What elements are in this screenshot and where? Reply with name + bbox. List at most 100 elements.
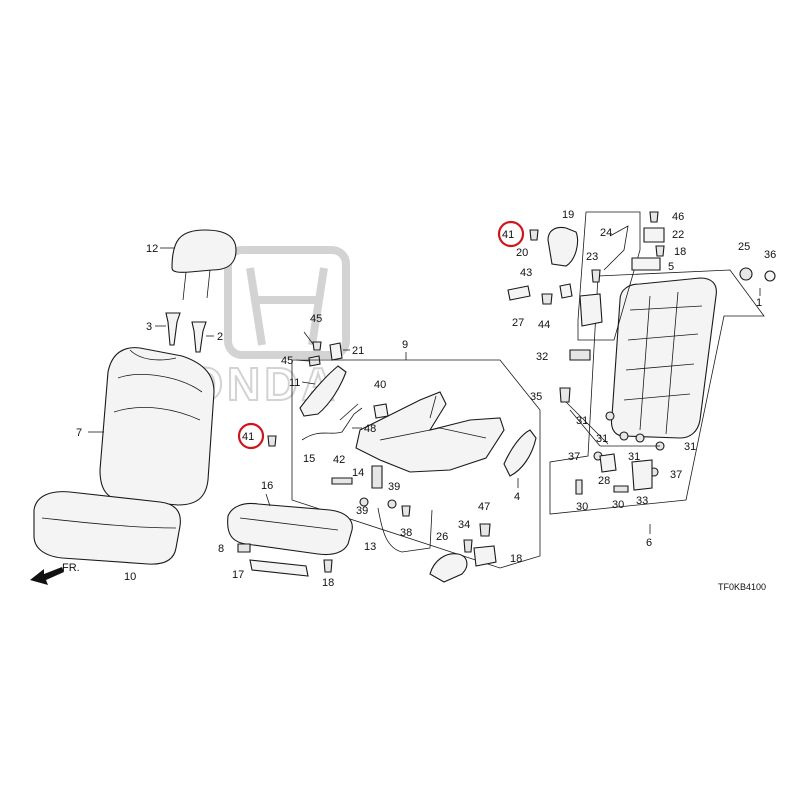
latch-43[interactable]	[559, 283, 573, 299]
headrest-guide-right[interactable]	[191, 321, 207, 353]
cover-21[interactable]	[547, 226, 579, 267]
clip-24[interactable]	[591, 269, 601, 283]
diagram-code: TF0KB4100	[718, 582, 766, 592]
wire-48[interactable]	[339, 403, 359, 421]
callout-3: 3	[146, 321, 152, 333]
callout-23: 22	[672, 229, 684, 241]
seat-back-cover[interactable]	[99, 347, 215, 506]
callout-22: 21	[352, 345, 364, 357]
callout-42: 42	[333, 454, 345, 466]
clip-45-lower[interactable]	[308, 355, 321, 367]
callout-37-right: 37	[670, 469, 682, 481]
callout-18-lower: 18	[322, 577, 334, 589]
bracket-33[interactable]	[631, 459, 653, 491]
callout-43: 43	[520, 267, 532, 279]
bolt-46[interactable]	[649, 211, 659, 223]
bracket-40[interactable]	[373, 403, 389, 419]
callout-8: 8	[218, 543, 224, 555]
clip-45-upper[interactable]	[312, 341, 322, 351]
bolt-41-left[interactable]	[267, 435, 277, 447]
bolt-47[interactable]	[479, 523, 491, 537]
callout-14: 14	[352, 467, 364, 479]
nut-8[interactable]	[237, 543, 251, 553]
cable-25[interactable]	[603, 225, 629, 271]
callout-34: 34	[458, 519, 470, 531]
headrest-guide-left[interactable]	[165, 312, 181, 346]
bolt-44[interactable]	[541, 293, 553, 305]
callout-18-upper: 18	[674, 246, 686, 258]
nut-26[interactable]	[739, 267, 753, 281]
callout-33: 33	[636, 495, 648, 507]
mechanism-group-box	[577, 211, 641, 341]
back-frame-group-box	[549, 269, 765, 515]
trim-17[interactable]	[249, 559, 309, 577]
callout-45-upper: 45	[310, 313, 322, 325]
callout-30-left: 30	[576, 501, 588, 513]
callout-11: 11	[289, 377, 300, 389]
callout-13: 13	[364, 541, 376, 553]
callout-31-a: 31	[576, 415, 588, 427]
bracket-28[interactable]	[507, 285, 531, 301]
direction-label: FR.	[62, 562, 80, 574]
side-cover-4[interactable]	[503, 429, 537, 477]
callout-2: 2	[217, 331, 223, 343]
callout-41-right: 41	[502, 229, 514, 241]
cover-27[interactable]	[429, 553, 468, 583]
callout-39-lower: 39	[356, 505, 368, 517]
callout-39-upper: 39	[388, 481, 400, 493]
bolt-41-right[interactable]	[529, 229, 539, 241]
callout-37-left: 37	[568, 451, 580, 463]
bolt-35[interactable]	[559, 387, 571, 403]
callout-32: 32	[536, 351, 548, 363]
nut-31-b[interactable]	[619, 431, 629, 441]
callout-19: 18	[510, 553, 522, 565]
bolt-42[interactable]	[331, 477, 353, 485]
seat-cushion-cover[interactable]	[33, 491, 181, 565]
headrest[interactable]	[171, 229, 237, 301]
callout-20: 19	[562, 209, 574, 221]
bracket-29[interactable]	[599, 453, 617, 473]
callout-44: 44	[538, 319, 550, 331]
cushion-pan[interactable]	[227, 502, 353, 556]
bracket-23[interactable]	[643, 227, 665, 243]
washer-36[interactable]	[764, 270, 776, 282]
bolt-32[interactable]	[569, 349, 591, 361]
mechanism-part[interactable]	[579, 293, 603, 327]
clip-38[interactable]	[401, 505, 411, 517]
callout-41-left: 41	[242, 431, 254, 443]
highlight-ring-41-right	[497, 220, 525, 248]
front-direction-arrow: FR.	[30, 562, 80, 585]
callout-5: 5	[668, 261, 674, 273]
seat-back-frame[interactable]	[610, 277, 717, 439]
callout-30-right: 30	[612, 499, 624, 511]
bolt-34[interactable]	[463, 539, 473, 553]
bolt-30-right[interactable]	[613, 485, 629, 493]
callout-27: 26	[436, 531, 448, 543]
screw-18-upper[interactable]	[655, 245, 665, 257]
callout-40: 40	[374, 379, 386, 391]
callout-35: 35	[530, 391, 542, 403]
callout-9: 9	[402, 339, 408, 351]
cover-11[interactable]	[299, 365, 347, 417]
callout-48: 48	[364, 423, 376, 435]
bolt-30-left[interactable]	[575, 479, 583, 495]
callout-31-d: 31	[684, 441, 696, 453]
seat-cushion-frame[interactable]	[355, 391, 505, 473]
cable-15[interactable]	[301, 407, 363, 441]
screw-18-lower[interactable]	[323, 559, 333, 573]
nut-31-a[interactable]	[605, 411, 615, 421]
wire-13[interactable]	[377, 507, 433, 553]
nut-39-upper[interactable]	[387, 499, 397, 509]
bracket-22[interactable]	[329, 342, 343, 361]
callout-45-lower: 45	[281, 355, 293, 367]
nut-31-c[interactable]	[635, 433, 645, 443]
bracket-5[interactable]	[631, 257, 661, 271]
callout-10: 10	[124, 571, 136, 583]
highlight-ring-41-left	[237, 422, 265, 450]
cushion-frame-group-box	[291, 359, 541, 569]
nut-39-lower[interactable]	[359, 497, 369, 507]
callout-26: 25	[738, 241, 750, 253]
spring-14[interactable]	[371, 465, 383, 489]
latch-19[interactable]	[473, 545, 497, 567]
